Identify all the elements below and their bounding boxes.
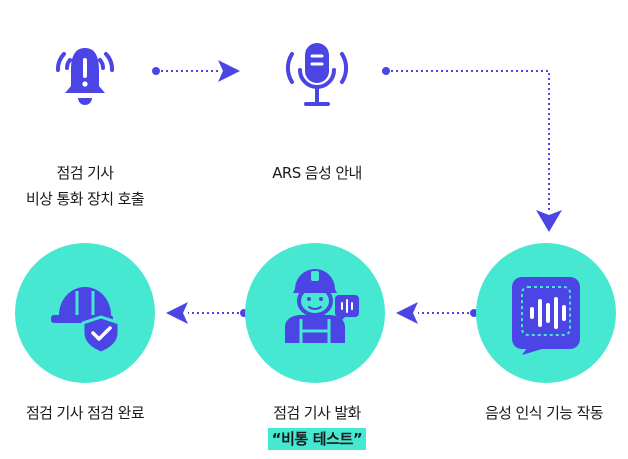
alarm-bell-icon xyxy=(56,48,114,105)
step-4-circle xyxy=(245,243,385,383)
step-1-line2: 비상 통화 장치 호출 xyxy=(25,190,145,208)
step-1-label: 점검 기사 비상 통화 장치 호출 xyxy=(0,160,170,212)
step-4-highlight: “비통 테스트” xyxy=(267,428,367,450)
technician-speaking-icon xyxy=(285,269,359,343)
step-3-label: 음성 인식 기능 작동 xyxy=(460,400,628,426)
arrow-right-icon xyxy=(218,60,240,82)
step-5-circle xyxy=(15,243,155,383)
step-1-line1: 점검 기사 xyxy=(56,164,115,182)
voice-recognition-icon xyxy=(512,277,580,355)
step-2-label: ARS 음성 안내 xyxy=(232,160,402,186)
arrow-left-icon xyxy=(166,302,188,324)
step-4-line1: 점검 기사 발화 xyxy=(273,404,361,422)
step-2-line1: ARS 음성 안내 xyxy=(272,164,362,182)
step-3-circle xyxy=(476,243,616,383)
helmet-shield-icon xyxy=(51,287,121,355)
connector-dot xyxy=(382,67,390,75)
connector-dot xyxy=(152,67,160,75)
arrow-left-icon xyxy=(396,302,418,324)
step-3-line1: 음성 인식 기능 작동 xyxy=(484,404,604,422)
step-4-label: 점검 기사 발화 “비통 테스트” xyxy=(232,400,402,452)
arrow-down-icon xyxy=(536,210,562,232)
connector-2-3 xyxy=(386,70,550,212)
microphone-icon xyxy=(285,43,349,106)
step-5-line1: 점검 기사 점검 완료 xyxy=(25,404,145,422)
step-5-label: 점검 기사 점검 완료 xyxy=(0,400,170,426)
